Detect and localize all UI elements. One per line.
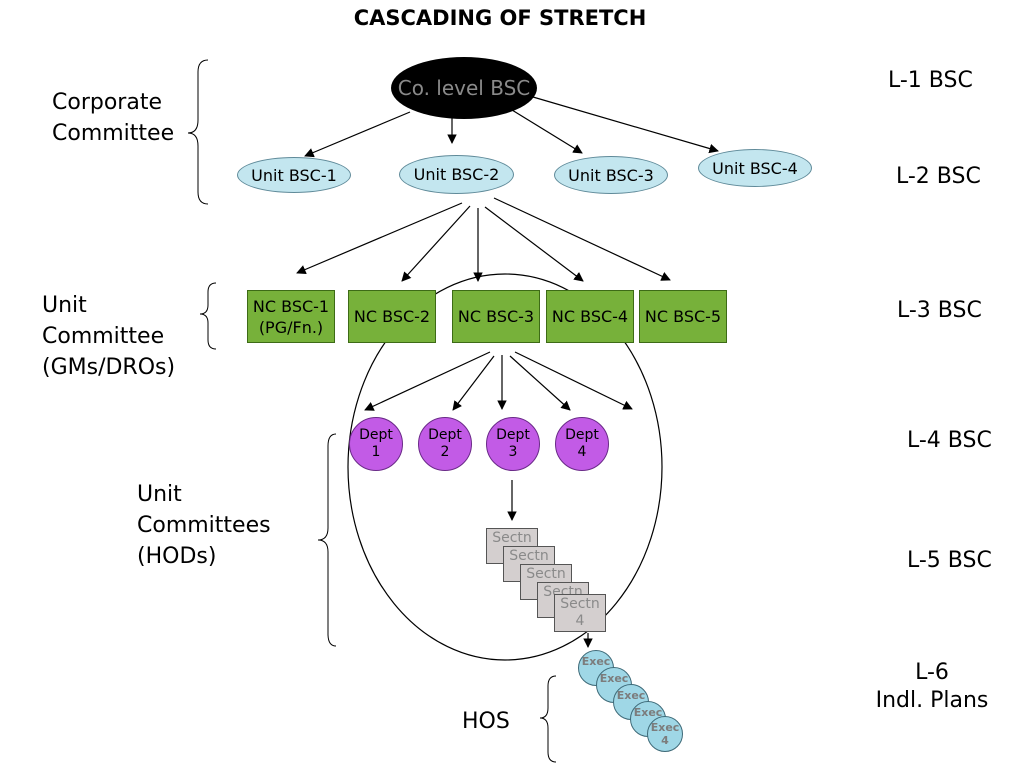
corporate-brace <box>187 59 209 205</box>
unit-brace <box>199 282 217 350</box>
nc-bsc-2-node: NC BSC-2 <box>348 290 436 343</box>
arrow-co-unit4 <box>532 96 719 154</box>
unit-bsc-1-node: Unit BSC-1 <box>237 157 351 193</box>
nc-bsc-5-node: NC BSC-5 <box>639 290 727 343</box>
arrow-nc3-dept2 <box>452 355 495 411</box>
level-l3-label: L-3 BSC <box>897 298 982 323</box>
unit-bsc-2-node: Unit BSC-2 <box>399 155 514 194</box>
level-l6-label: L-6 Indl. Plans <box>875 660 989 713</box>
hos-label: HOS <box>462 709 510 734</box>
arrow-co-unit3 <box>511 109 583 154</box>
hos-brace <box>539 675 557 763</box>
unit-bsc-3-node: Unit BSC-3 <box>554 156 668 194</box>
level-l5-label: L-5 BSC <box>907 548 992 573</box>
department-scope-ellipse <box>347 273 663 661</box>
nc-bsc-4-node: NC BSC-4 <box>546 290 634 343</box>
nc-bsc-3-node: NC BSC-3 <box>452 290 540 343</box>
arrow-unit2-nc4 <box>484 206 584 282</box>
unit-bsc-4-node: Unit BSC-4 <box>698 149 812 187</box>
corporate-committee-label: Corporate Committee <box>52 90 175 146</box>
level-l4-label: L-4 BSC <box>907 428 992 453</box>
arrow-nc3-dept1 <box>364 351 491 411</box>
arrow-unit2-nc1 <box>296 202 463 275</box>
arrow-unit2-nc5 <box>493 197 671 281</box>
arrow-co-unit1 <box>304 111 411 158</box>
exec-4-node: Exec 4 <box>647 716 683 752</box>
arrow-nc3-dept5 <box>514 351 633 410</box>
arrow-unit2-nc2 <box>401 205 471 282</box>
nc-bsc-1-node: NC BSC-1(PG/Fn.) <box>247 290 335 343</box>
hods-brace <box>317 433 337 647</box>
section-4-node: Sectn 4 <box>554 594 606 632</box>
level-l1-label: L-1 BSC <box>888 68 973 93</box>
level-l2-label: L-2 BSC <box>896 164 981 189</box>
diagram-title: CASCADING OF STRETCH <box>353 6 647 30</box>
unit-committees-hods-label: Unit Committees (HODs) <box>137 482 271 569</box>
arrow-nc3-dept4 <box>509 355 571 411</box>
unit-committee-label: Unit Committee (GMs/DROs) <box>42 293 176 380</box>
company-level-bsc-node: Co. level BSC <box>391 57 537 119</box>
